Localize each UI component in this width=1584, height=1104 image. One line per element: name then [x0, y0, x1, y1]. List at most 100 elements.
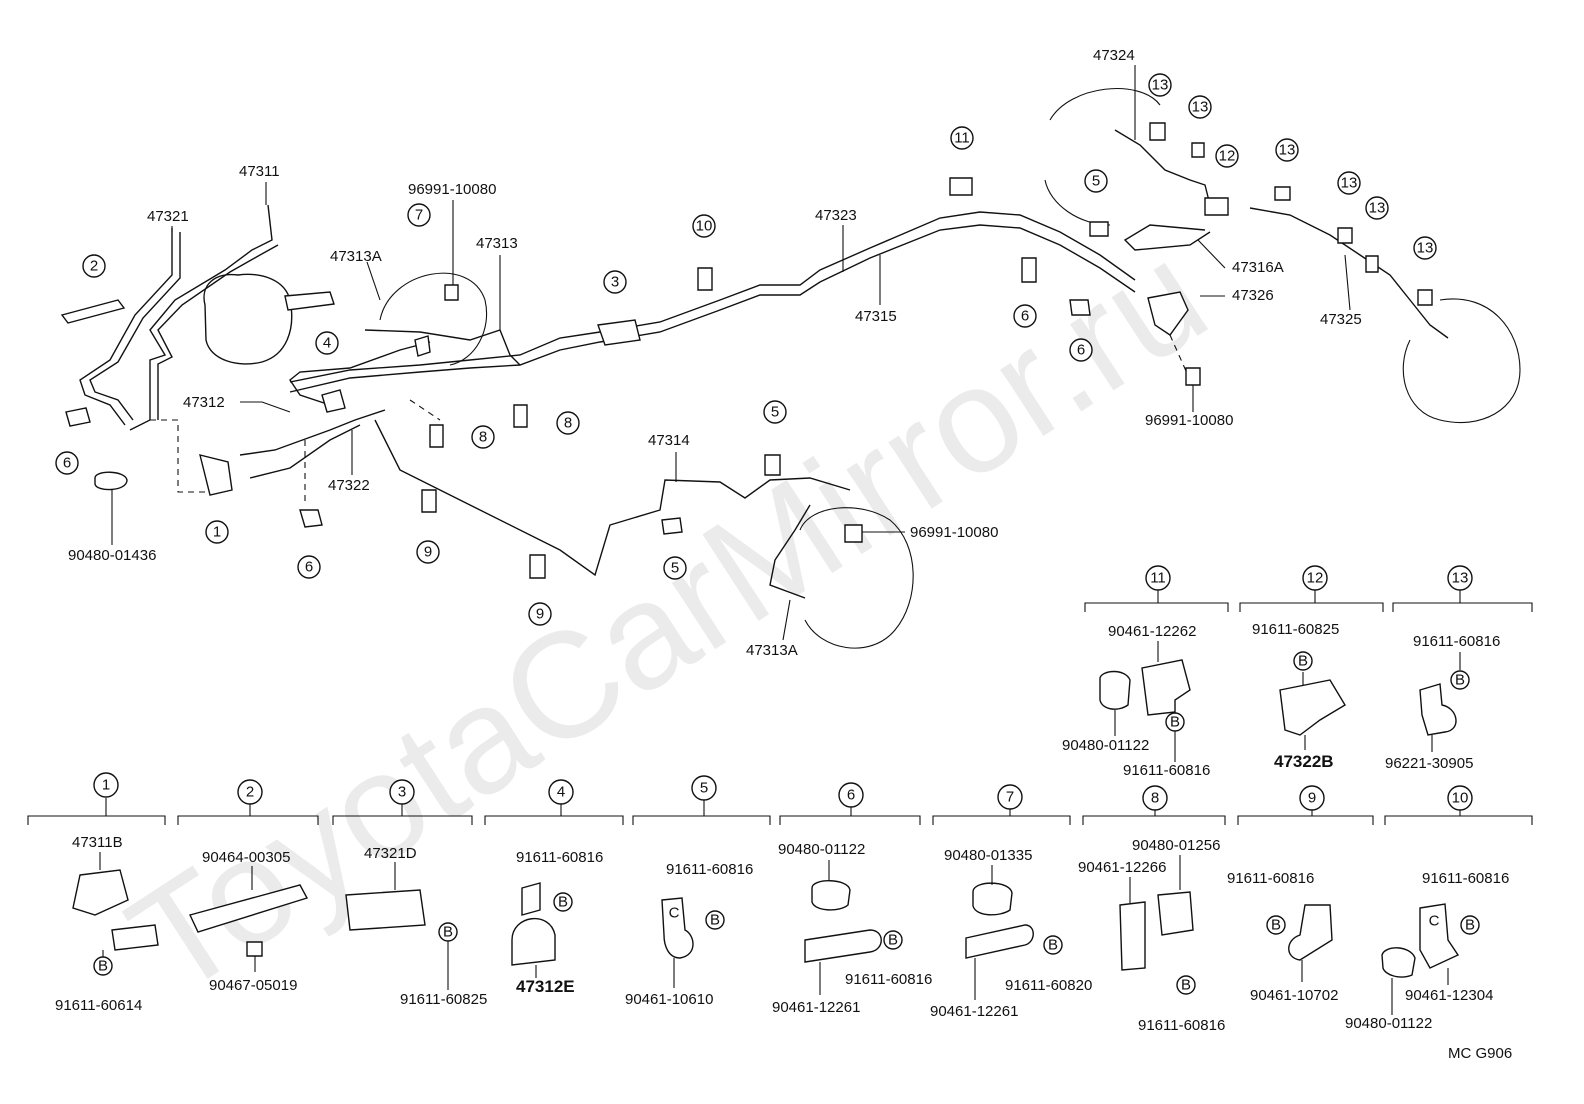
callout-6-main-d: 6	[1069, 338, 1093, 362]
detail-4-label-1: 47312E	[516, 977, 575, 996]
detail-2-part	[189, 884, 309, 933]
detail-1-number: 1	[93, 772, 119, 798]
detail-9-label-1: 90461-10702	[1250, 987, 1338, 1004]
clip-13d	[1337, 227, 1353, 244]
svg-text:B: B	[888, 932, 898, 949]
detail-9-label-0: 91611-60816	[1227, 870, 1314, 887]
svg-text:9: 9	[424, 544, 432, 561]
callout-12-main: 12	[1215, 144, 1239, 168]
callout-13-main-e: 13	[1365, 196, 1389, 220]
detail-10-number: 10	[1447, 785, 1473, 811]
svg-text:B: B	[443, 924, 453, 941]
label-47316A: 47316A	[1232, 259, 1284, 276]
detail-8-label-2: 91611-60816	[1138, 1017, 1225, 1034]
bolt-b: B	[553, 892, 573, 912]
label-47311: 47311	[239, 163, 280, 180]
detail-10-label-1: 90461-12304	[1405, 987, 1493, 1004]
pipe-47311	[129, 204, 273, 431]
svg-text:13: 13	[1452, 570, 1469, 587]
svg-text:9: 9	[1308, 790, 1316, 807]
svg-text:12: 12	[1219, 148, 1236, 165]
detail-5-label-0: 91611-60816	[666, 861, 753, 878]
clip-5a-main	[764, 454, 781, 476]
detail-9: 9 91611-60816 B 90461-10702	[1227, 785, 1338, 1004]
svg-text:B: B	[98, 958, 108, 975]
detail-6-number: 6	[838, 782, 864, 808]
detail-10-label-2: 90480-01122	[1345, 1015, 1432, 1032]
callout-13-main-a: 13	[1148, 73, 1172, 97]
callout-11-main: 11	[950, 126, 974, 150]
svg-text:5: 5	[700, 780, 708, 797]
label-96991-top: 96991-10080	[408, 181, 496, 198]
detail-5-number: 5	[691, 775, 717, 801]
label-47315: 47315	[855, 308, 897, 325]
svg-text:8: 8	[479, 429, 487, 446]
svg-text:1: 1	[213, 524, 221, 541]
detail-7-number: 7	[997, 784, 1023, 810]
clip-96991-mid	[844, 524, 863, 543]
svg-text:B: B	[1181, 977, 1191, 994]
detail-11: 11 90461-12262 B 90480-01122 91611-60816	[1062, 565, 1210, 779]
detail-3-label-0: 47321D	[364, 845, 417, 862]
svg-text:10: 10	[696, 218, 713, 235]
svg-text:8: 8	[564, 415, 572, 432]
detail-6-grommet	[811, 880, 851, 911]
detail-8: 8 90461-12266 90480-01256 B 91611-60816	[1078, 785, 1225, 1034]
label-47325: 47325	[1320, 311, 1362, 328]
label-90480-01436: 90480-01436	[68, 547, 156, 564]
callout-10-main: 10	[692, 214, 716, 238]
clip-13c	[1274, 186, 1291, 201]
clip-96991-right	[1185, 367, 1201, 386]
svg-text:B: B	[1298, 653, 1308, 670]
label-47312: 47312	[183, 394, 225, 411]
callout-4-main: 4	[315, 331, 339, 355]
callout-8-main-a: 8	[471, 425, 495, 449]
svg-text:6: 6	[1021, 308, 1029, 325]
svg-text:6: 6	[305, 559, 313, 576]
clip-4-main	[321, 389, 346, 413]
drum-rear-left	[799, 507, 914, 649]
detail-1-label-1: 91611-60614	[55, 997, 142, 1014]
bolt-b: B	[883, 930, 903, 950]
detail-10-grommet	[1381, 947, 1416, 978]
clip-8b-main	[513, 404, 528, 428]
bolt-b: B	[1266, 915, 1286, 935]
detail-10: 10 91611-60816 B C 90461-12304 90480-011…	[1345, 785, 1509, 1032]
svg-text:6: 6	[63, 455, 71, 472]
pipe-47323-bundle	[289, 211, 1136, 383]
callout-13-main-c: 13	[1275, 138, 1299, 162]
svg-text:5: 5	[1092, 173, 1100, 190]
detail-12-label-1: 47322B	[1274, 752, 1334, 771]
detail-3: 3 47321D B 91611-60825	[345, 779, 487, 1008]
clip-7-main	[414, 335, 431, 357]
detail-13-number: 13	[1447, 565, 1473, 591]
clip-6a-main	[299, 509, 323, 528]
callout-13-main-f: 13	[1413, 236, 1437, 260]
svg-text:13: 13	[1152, 77, 1169, 94]
clip-6c-main	[1069, 299, 1091, 316]
clip-5b-main	[661, 517, 683, 535]
detail-3-part	[345, 889, 426, 931]
detail-11-label-1: 90480-01122	[1062, 737, 1149, 754]
detail-12-number: 12	[1302, 565, 1328, 591]
clip-12-main	[1204, 197, 1229, 216]
svg-text:B: B	[1048, 937, 1058, 954]
clip-13b	[1191, 142, 1205, 158]
label-47324: 47324	[1093, 47, 1135, 64]
bolt-b: B	[93, 956, 113, 976]
pipe-47321	[79, 228, 173, 426]
label-47313A-top: 47313A	[330, 248, 382, 265]
detail-11-clip	[1141, 659, 1191, 716]
detail-13-label-1: 96221-30905	[1385, 755, 1473, 772]
detail-12-label-0: 91611-60825	[1252, 621, 1339, 638]
label-47323: 47323	[815, 207, 857, 224]
callout-13-main-b: 13	[1188, 95, 1212, 119]
svg-text:13: 13	[1192, 99, 1209, 116]
detail-8-grommet	[1157, 891, 1194, 936]
detail-7-label-2: 90461-12261	[930, 1003, 1018, 1020]
detail-6-label-2: 90461-12261	[772, 999, 860, 1016]
detail-5-label-1: 90461-10610	[625, 991, 713, 1008]
label-96991-mid: 96991-10080	[910, 524, 998, 541]
